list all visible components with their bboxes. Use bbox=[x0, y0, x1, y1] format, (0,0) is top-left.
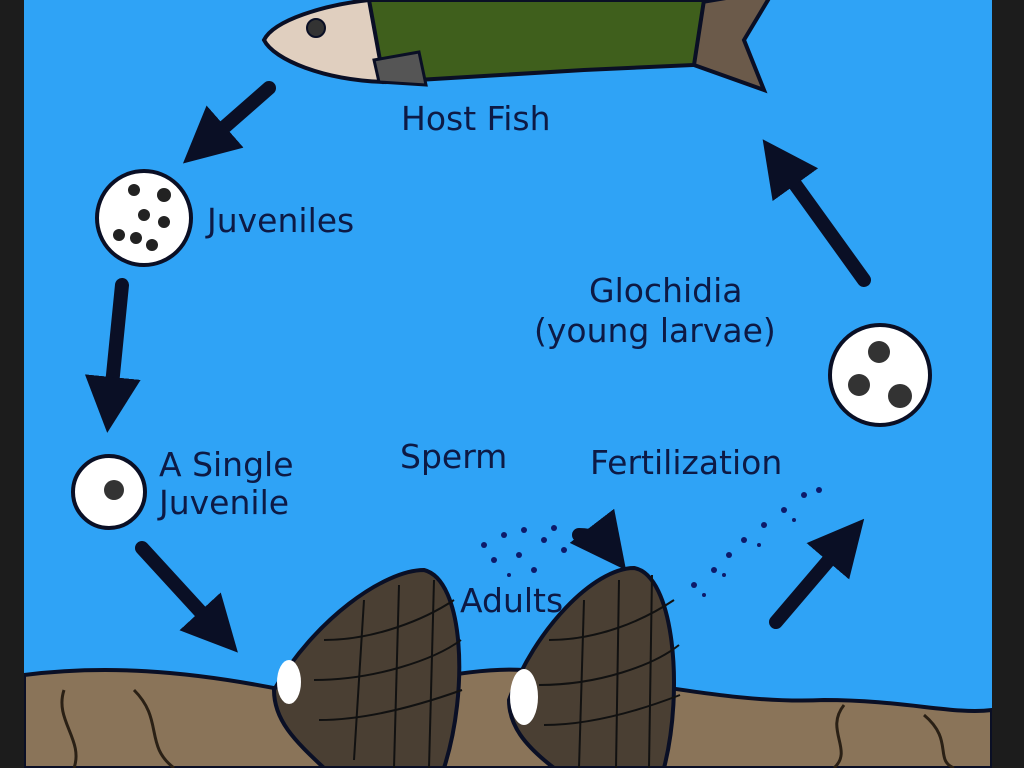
adult-mussel-right bbox=[506, 565, 681, 768]
host-fish-illustration bbox=[261, 0, 771, 94]
label-glochidia-line1: Glochidia bbox=[589, 271, 743, 310]
arrow-glochidia-to-fish bbox=[762, 139, 871, 287]
glochidia-circle bbox=[828, 323, 932, 427]
arrow-fish-to-juveniles bbox=[182, 81, 276, 164]
sperm-particles bbox=[481, 525, 567, 577]
river-bed bbox=[24, 667, 992, 768]
label-glochidia-line2: (young larvae) bbox=[534, 311, 776, 350]
arrow-fertilization-up bbox=[769, 518, 865, 629]
juveniles-circle bbox=[95, 169, 193, 267]
adult-mussel-left bbox=[271, 567, 463, 768]
label-fertilization: Fertilization bbox=[590, 443, 783, 482]
single-juvenile-circle bbox=[71, 454, 147, 530]
label-sperm: Sperm bbox=[400, 437, 508, 476]
arrow-sperm bbox=[569, 508, 627, 571]
diagram-artwork bbox=[24, 0, 992, 768]
label-adults: Adults bbox=[460, 581, 564, 620]
label-host-fish: Host Fish bbox=[401, 99, 551, 138]
arrow-single-to-adults bbox=[135, 541, 238, 653]
fertilization-particles bbox=[691, 487, 822, 597]
label-single-juvenile-line2: Juvenile bbox=[159, 483, 290, 522]
cycle-arrows bbox=[84, 81, 871, 653]
label-juveniles: Juveniles bbox=[207, 201, 355, 240]
arrow-juveniles-to-single bbox=[84, 278, 141, 433]
label-single-juvenile-line1: A Single bbox=[159, 445, 294, 484]
mussel-life-cycle-diagram: Host Fish Juveniles A Single Juvenile Sp… bbox=[24, 0, 992, 768]
